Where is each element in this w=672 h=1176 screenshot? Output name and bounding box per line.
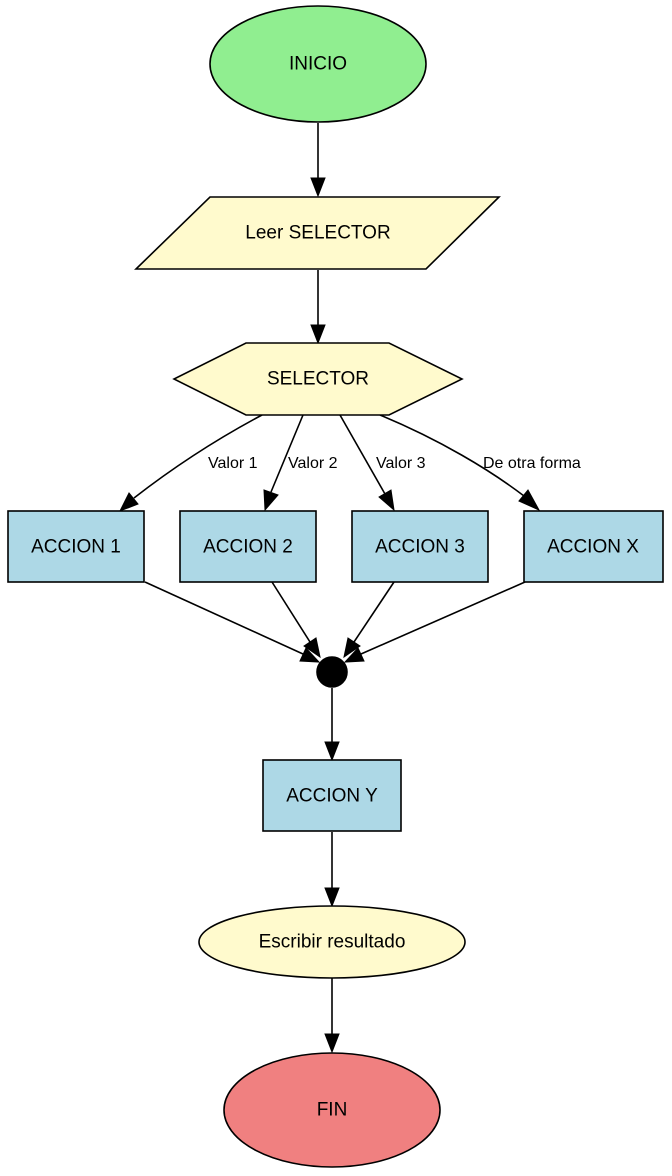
node-selector[interactable]: SELECTOR: [172, 342, 464, 416]
arrowhead-icon: [343, 637, 361, 659]
actiony-label: ACCION Y: [286, 786, 378, 807]
node-start[interactable]: INICIO: [209, 5, 427, 123]
node-end[interactable]: FIN: [223, 1052, 441, 1168]
arrowhead-icon: [310, 324, 326, 345]
junction-dot: [316, 656, 348, 688]
edge-selector-to-action3: [339, 414, 386, 495]
arrowhead-icon: [378, 489, 395, 512]
edge-selector-to-actionx: [379, 414, 525, 497]
arrowhead-icon: [118, 492, 139, 512]
action1-box: [7, 510, 145, 583]
action3-box: [351, 510, 489, 583]
arrowhead-icon: [299, 647, 321, 663]
action2-box: [179, 510, 317, 583]
edge-label-value1: Valor 1: [208, 455, 258, 472]
actionx-box: [523, 510, 664, 583]
arrowhead-icon: [303, 637, 321, 659]
arrowhead-icon: [324, 741, 340, 762]
node-write-result[interactable]: Escribir resultado: [198, 905, 466, 979]
action2-label: ACCION 2: [203, 537, 293, 558]
edge-selector-to-action1: [133, 414, 263, 499]
selector-label: SELECTOR: [267, 369, 369, 390]
actiony-box: [262, 759, 402, 832]
read-label: Leer SELECTOR: [245, 223, 390, 244]
edge-label-otherwise: De otra forma: [483, 455, 581, 472]
arrowhead-icon: [324, 887, 340, 908]
edge-labels: Valor 1 Valor 2 Valor 3 De otra forma: [208, 455, 581, 472]
edge-actionx-to-junction: [360, 581, 526, 655]
edge-label-value3: Valor 3: [376, 455, 426, 472]
node-read-selector[interactable]: Leer SELECTOR: [134, 196, 501, 270]
edge-action2-to-junction: [271, 581, 311, 643]
node-action2[interactable]: ACCION 2: [179, 510, 317, 583]
write-label: Escribir resultado: [259, 932, 406, 953]
edge-action3-to-junction: [353, 581, 395, 643]
edge-action1-to-junction: [144, 581, 304, 655]
node-action3[interactable]: ACCION 3: [351, 510, 489, 583]
arrowhead-icon: [343, 647, 365, 663]
actionx-label: ACCION X: [547, 537, 639, 558]
start-ellipse: [209, 5, 427, 123]
arrowhead-icon: [324, 1033, 340, 1054]
arrowhead-icon: [310, 177, 326, 198]
selector-hexagon: [172, 342, 464, 416]
node-junction[interactable]: [316, 656, 348, 688]
end-ellipse: [223, 1052, 441, 1168]
write-ellipse: [198, 905, 466, 979]
edge-label-value2: Valor 2: [288, 455, 338, 472]
end-label: FIN: [317, 1100, 348, 1121]
node-actionx[interactable]: ACCION X: [523, 510, 664, 583]
read-parallelogram: [134, 196, 501, 270]
start-label: INICIO: [289, 54, 347, 75]
edges: [118, 123, 541, 1054]
action1-label: ACCION 1: [31, 537, 121, 558]
node-action1[interactable]: ACCION 1: [7, 510, 145, 583]
node-actiony[interactable]: ACCION Y: [262, 759, 402, 832]
arrowhead-icon: [518, 489, 541, 512]
arrowhead-icon: [263, 489, 279, 512]
action3-label: ACCION 3: [375, 537, 465, 558]
edge-selector-to-action2: [270, 414, 304, 493]
